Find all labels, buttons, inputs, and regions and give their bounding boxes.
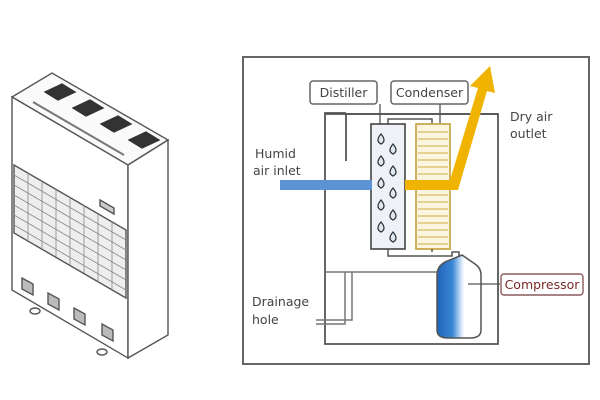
bottom-vents: [21, 276, 114, 343]
top-vents: [43, 83, 161, 149]
unit-badge: [99, 198, 115, 216]
dry-air-label-line1: Dry air: [510, 109, 553, 124]
dry-air-outlet-arrow: [405, 66, 495, 190]
unit-foot: [29, 307, 41, 315]
drain-pipe: [316, 272, 346, 325]
compressor-tank: [436, 254, 482, 339]
dry-air-label-line2: outlet: [510, 126, 547, 141]
distiller-label-box: [309, 80, 378, 105]
condenser-label-box: [390, 80, 469, 105]
unit-foot: [96, 348, 108, 356]
grille-slats: [13, 173, 127, 291]
drainage-label-line1: Drainage: [252, 294, 309, 309]
humid-air-label-line2: air inlet: [253, 163, 301, 178]
drainage-label-line2: hole: [252, 312, 279, 327]
distiller-label: Distiller: [320, 85, 369, 100]
compressor-label-box: [500, 273, 584, 296]
distiller-coil: [370, 123, 406, 250]
water-drops: [377, 133, 397, 243]
humid-air-inlet-arrow: [280, 180, 372, 190]
unit-side-face: [127, 138, 169, 360]
dehumidifier-unit: [10, 72, 170, 360]
humid-air-label-line1: Humid: [255, 146, 296, 161]
compressor-label: Compressor: [505, 277, 581, 292]
condenser-label: Condenser: [396, 85, 464, 100]
